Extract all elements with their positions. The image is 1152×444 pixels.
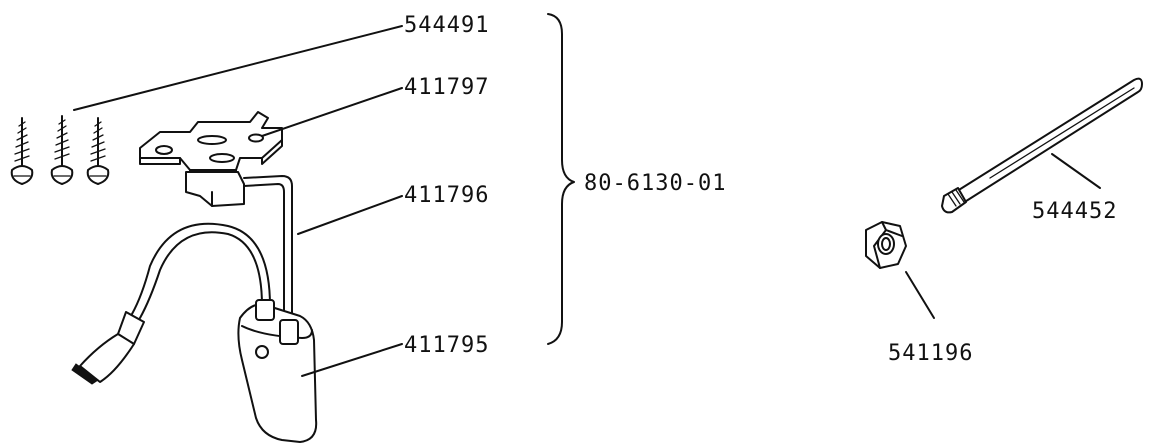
curly-brace-icon <box>547 13 575 345</box>
leader-line-antenna-rod <box>1051 153 1101 189</box>
hex-nut-icon <box>865 221 907 269</box>
leader-line-bracket <box>261 87 403 137</box>
label-bracket: 411797 <box>404 75 489 100</box>
label-hex-nut: 541196 <box>888 341 973 366</box>
label-assembly: 80-6130-01 <box>584 171 726 196</box>
leader-line-screws <box>73 25 403 111</box>
connector-plug <box>71 311 145 385</box>
leader-line-hex-nut <box>905 271 935 319</box>
mounting-bracket-icon <box>139 111 283 207</box>
label-antenna-rod: 544452 <box>1032 199 1117 224</box>
label-screws: 544491 <box>404 13 489 38</box>
leader-line-cable <box>297 195 403 235</box>
transducer-housing-icon <box>237 299 318 443</box>
label-cable: 411796 <box>404 183 489 208</box>
leader-line-housing <box>301 343 403 377</box>
threaded-rod-icon <box>941 77 1143 214</box>
cable-icon <box>131 175 293 323</box>
wood-screw-icon <box>10 115 110 185</box>
label-housing: 411795 <box>404 333 489 358</box>
